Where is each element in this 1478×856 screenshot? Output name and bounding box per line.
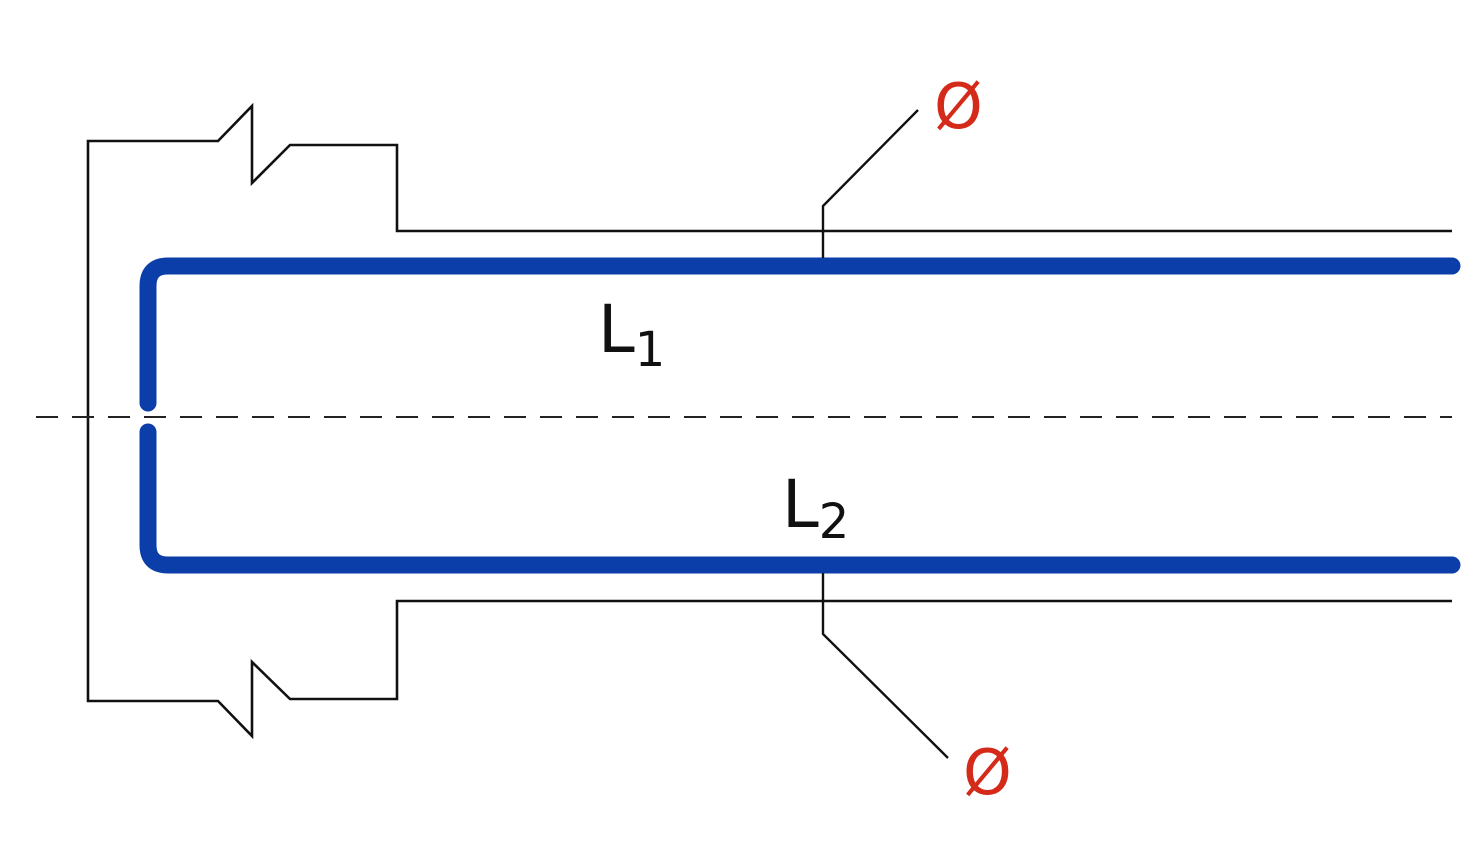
diameter-leader-bottom	[821, 573, 949, 759]
concrete-outline-top	[86, 102, 1452, 417]
concrete-outline-bottom	[86, 417, 1452, 740]
rebar-bottom	[139, 423, 1461, 574]
length-label-l2-letter: L	[782, 466, 819, 543]
length-label-l2: L2	[782, 466, 849, 550]
rebar-top	[139, 257, 1461, 412]
diameter-label-top: Ø	[934, 70, 983, 143]
diameter-leader-top	[821, 109, 919, 258]
length-label-l2-subscript: 2	[819, 494, 850, 550]
length-label-l1-subscript: 1	[635, 322, 666, 378]
length-label-l1: L1	[598, 291, 665, 378]
diameter-label-bottom: Ø	[963, 736, 1012, 809]
length-label-l1-letter: L	[598, 291, 635, 368]
